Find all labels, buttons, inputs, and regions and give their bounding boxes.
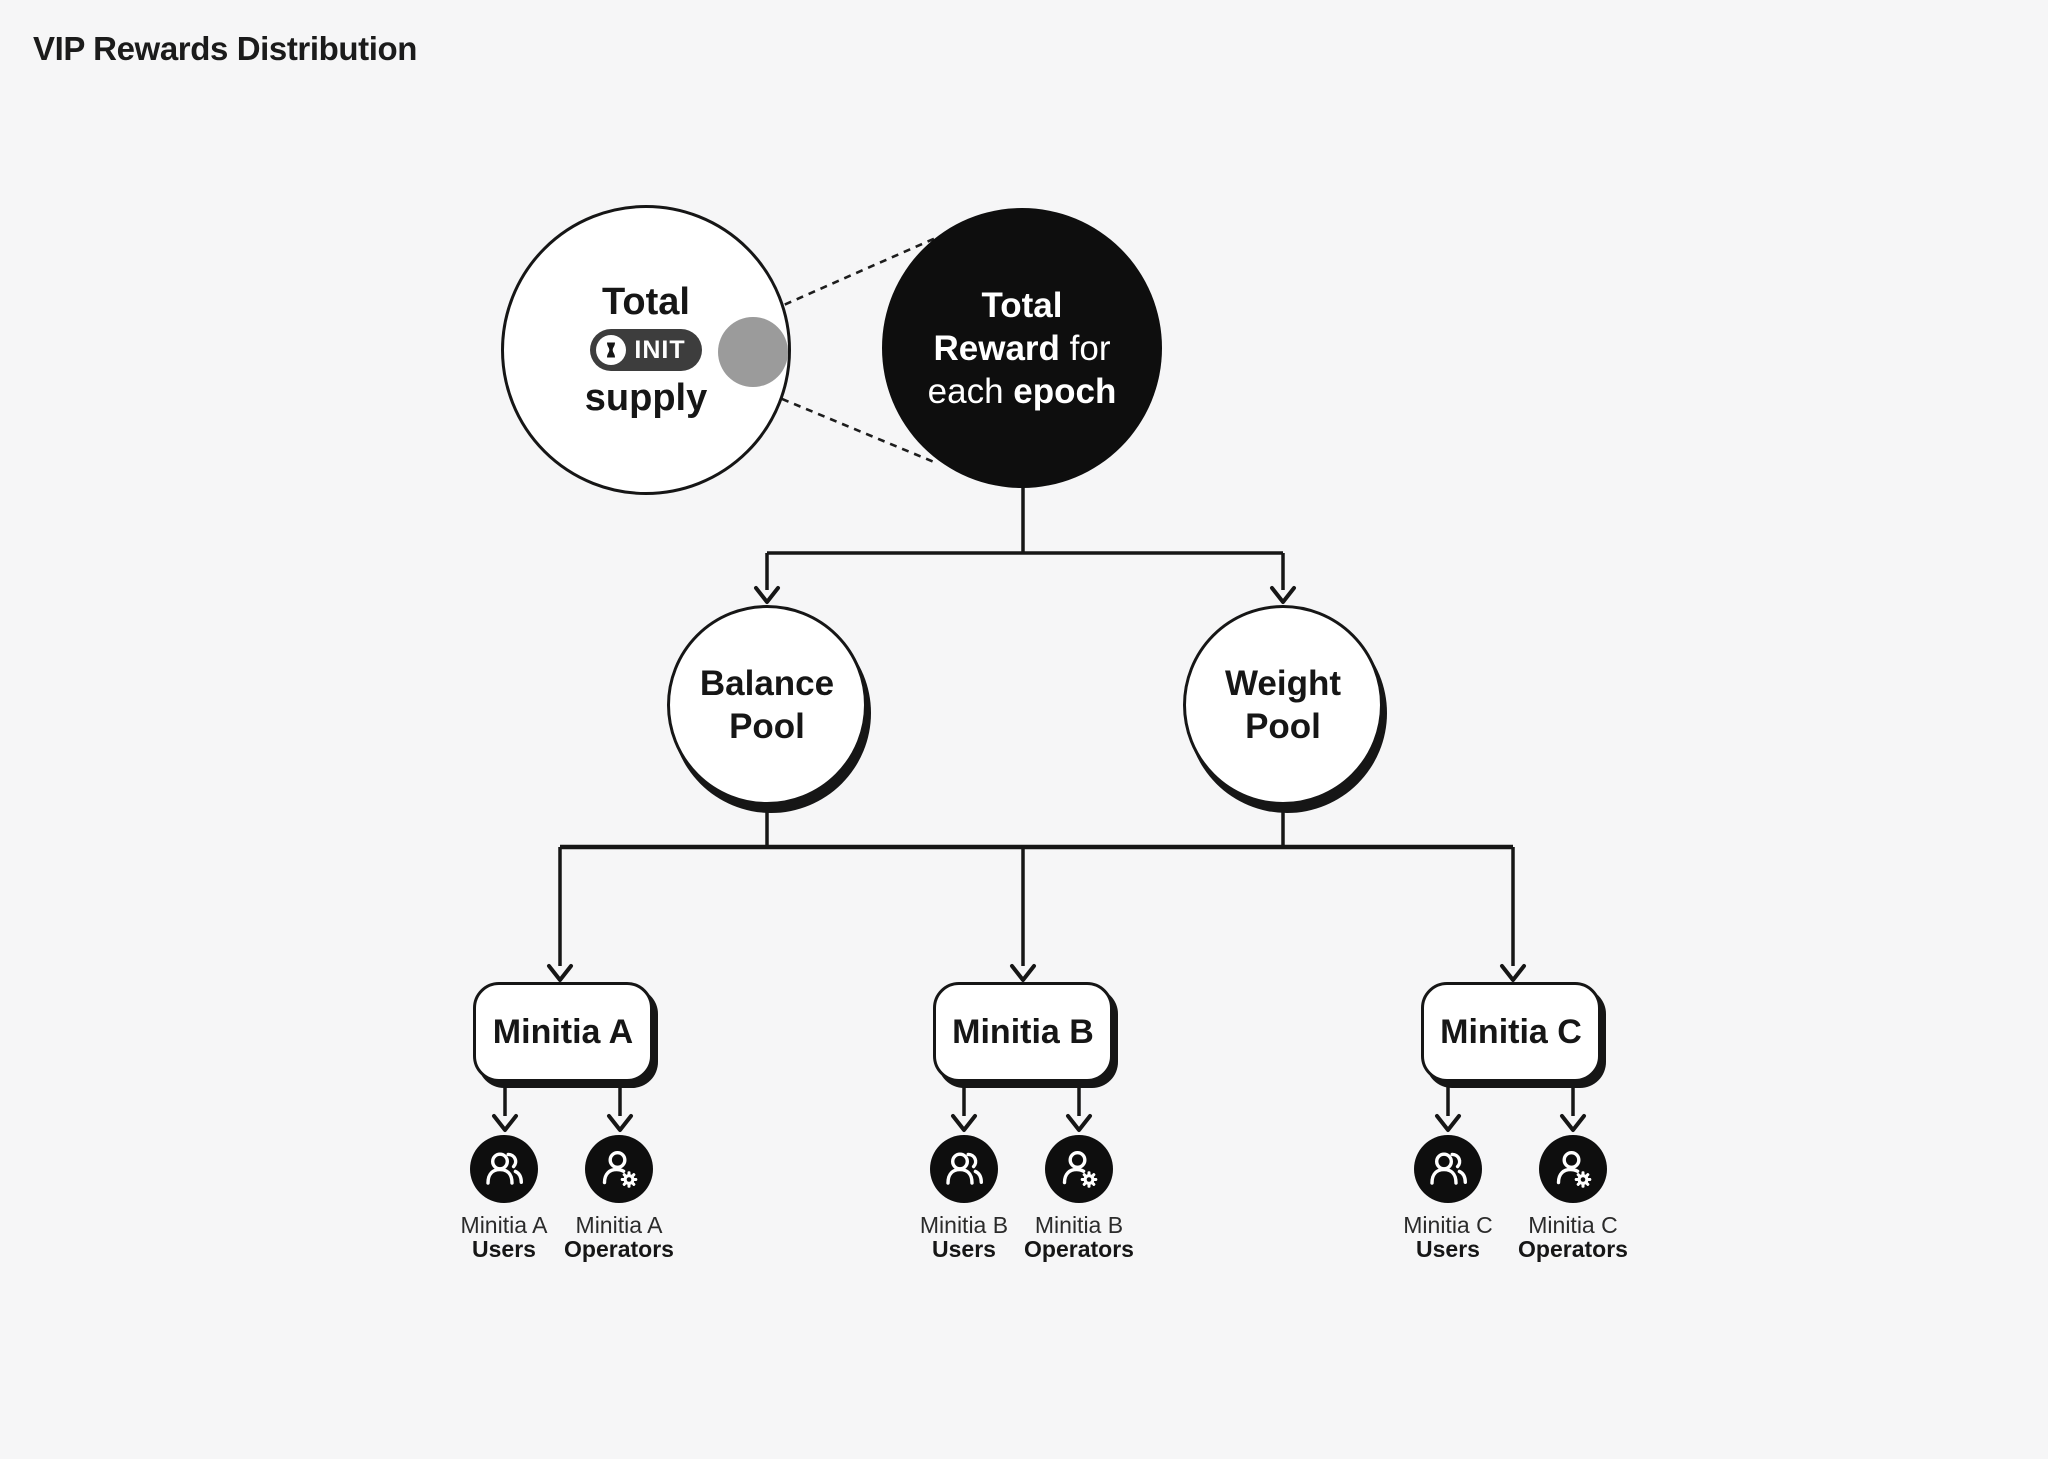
weight-pool-circle: Weight Pool [1183, 605, 1383, 805]
operator-gear-icon [1549, 1145, 1597, 1193]
weight-pool-line2: Pool [1245, 707, 1321, 746]
arrowhead-minitia-c [1500, 964, 1526, 982]
operator-gear-icon [595, 1145, 643, 1193]
minitia-a-users-label: Minitia A Users [460, 1212, 548, 1262]
minitia-a-box: Minitia A [473, 982, 653, 1082]
total-supply-circle: Total INIT supply [501, 205, 791, 495]
users-icon [940, 1145, 988, 1193]
minitia-c-users-label: Minitia C Users [1403, 1212, 1493, 1262]
dashed-zoom-line-upper [760, 235, 939, 317]
reward-line2-regular: for [1059, 328, 1111, 368]
minitia-a-label: Minitia A [492, 1012, 634, 1051]
reward-line3-bold: epoch [1013, 371, 1117, 411]
total-reward-circle: Total Reward for each epoch [882, 208, 1162, 488]
weight-pool-line1: Weight [1224, 664, 1341, 703]
reward-line1: Total [981, 285, 1063, 325]
users-icon [480, 1145, 528, 1193]
minitia-b-users-circle [930, 1135, 998, 1203]
minitia-c-box: Minitia C [1421, 982, 1601, 1082]
arrowhead-b-users [951, 1114, 977, 1132]
page-title: VIP Rewards Distribution [33, 30, 418, 67]
minitia-c-users-circle [1414, 1135, 1482, 1203]
operator-gear-icon [1055, 1145, 1103, 1193]
init-logo-icon [596, 335, 627, 365]
init-badge: INIT [590, 329, 702, 371]
gray-detail-dot [718, 317, 788, 387]
minitia-b-users-label: Minitia B Users [919, 1212, 1009, 1262]
arrowhead-balance [754, 586, 780, 604]
balance-pool-line2: Pool [729, 707, 805, 746]
arrowhead-a-users [492, 1114, 518, 1132]
minitia-c-label: Minitia C [1440, 1012, 1582, 1051]
balance-pool-line1: Balance [699, 664, 835, 703]
minitia-b-box: Minitia B [933, 982, 1113, 1082]
balance-pool-circle: Balance Pool [667, 605, 867, 805]
arrowhead-minitia-b [1010, 964, 1036, 982]
minitia-a-users-circle [470, 1135, 538, 1203]
arrowhead-minitia-a [547, 964, 573, 982]
dashed-zoom-line-lower [757, 387, 935, 464]
arrowhead-a-operators [607, 1114, 633, 1132]
minitia-c-operators-circle [1539, 1135, 1607, 1203]
total-supply-line-bottom: supply [584, 377, 708, 419]
minitia-a-operators-label: Minitia A Operators [564, 1212, 674, 1262]
reward-line3-regular: each [927, 371, 1014, 411]
users-icon [1424, 1145, 1472, 1193]
reward-line2-bold: Reward [933, 328, 1060, 368]
arrowhead-c-users [1435, 1114, 1461, 1132]
arrowhead-c-operators [1560, 1114, 1586, 1132]
arrowhead-b-operators [1066, 1114, 1092, 1132]
minitia-a-operators-circle [585, 1135, 653, 1203]
minitia-b-operators-circle [1045, 1135, 1113, 1203]
minitia-c-operators-label: Minitia C Operators [1518, 1212, 1628, 1262]
arrowhead-weight [1270, 586, 1296, 604]
total-supply-line-top: Total [602, 281, 690, 323]
minitia-b-operators-label: Minitia B Operators [1024, 1212, 1134, 1262]
init-badge-label: INIT [634, 335, 686, 364]
minitia-b-label: Minitia B [952, 1012, 1094, 1051]
